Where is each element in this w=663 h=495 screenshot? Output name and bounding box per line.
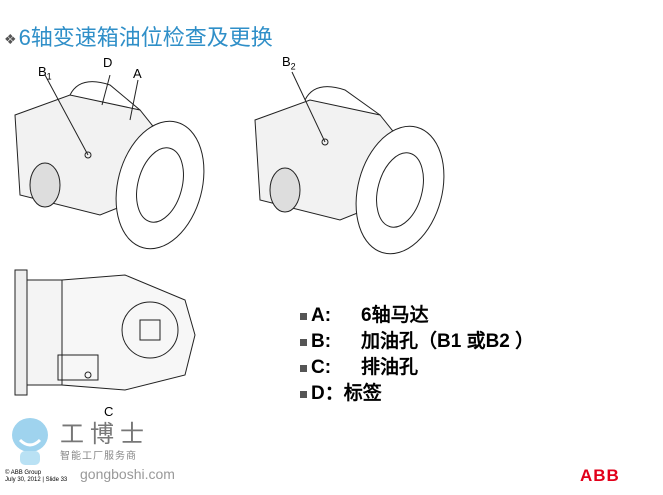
legend-item-a: A:6轴马达	[300, 303, 534, 329]
label-b1: B1	[38, 64, 52, 82]
gearbox-drawing-b2	[254, 71, 445, 255]
bullet-icon	[300, 312, 307, 320]
watermark-tagline: 智能工厂服务商	[60, 451, 137, 462]
bullet-icon: ❖	[4, 30, 17, 47]
mascot-icon	[12, 418, 48, 465]
label-b2: B2	[282, 54, 296, 72]
bullet-icon	[300, 390, 307, 398]
legend-list: A:6轴马达 B:加油孔（B1 或B2 ） C:排油孔 D：标签	[300, 303, 534, 407]
abb-logo: ABB	[580, 466, 620, 485]
watermark-name: 工博士	[60, 420, 150, 448]
legend-item-d: D：标签	[300, 381, 534, 407]
legend-item-b: B:加油孔（B1 或B2 ）	[300, 329, 534, 355]
title-text: 6轴变速箱油位检查及更换	[18, 25, 273, 50]
legend-item-c: C:排油孔	[300, 355, 534, 381]
label-a: A	[133, 66, 142, 81]
slide-title: ❖6轴变速箱油位检查及更换	[4, 20, 273, 52]
watermark-url: gongboshi.com	[80, 466, 175, 482]
bullet-icon	[300, 338, 307, 346]
gearbox-drawing-b1	[14, 75, 205, 250]
label-d: D	[103, 55, 113, 70]
bullet-icon	[300, 364, 307, 372]
gearbox-drawing-side	[14, 269, 196, 396]
label-c: C	[104, 404, 114, 419]
